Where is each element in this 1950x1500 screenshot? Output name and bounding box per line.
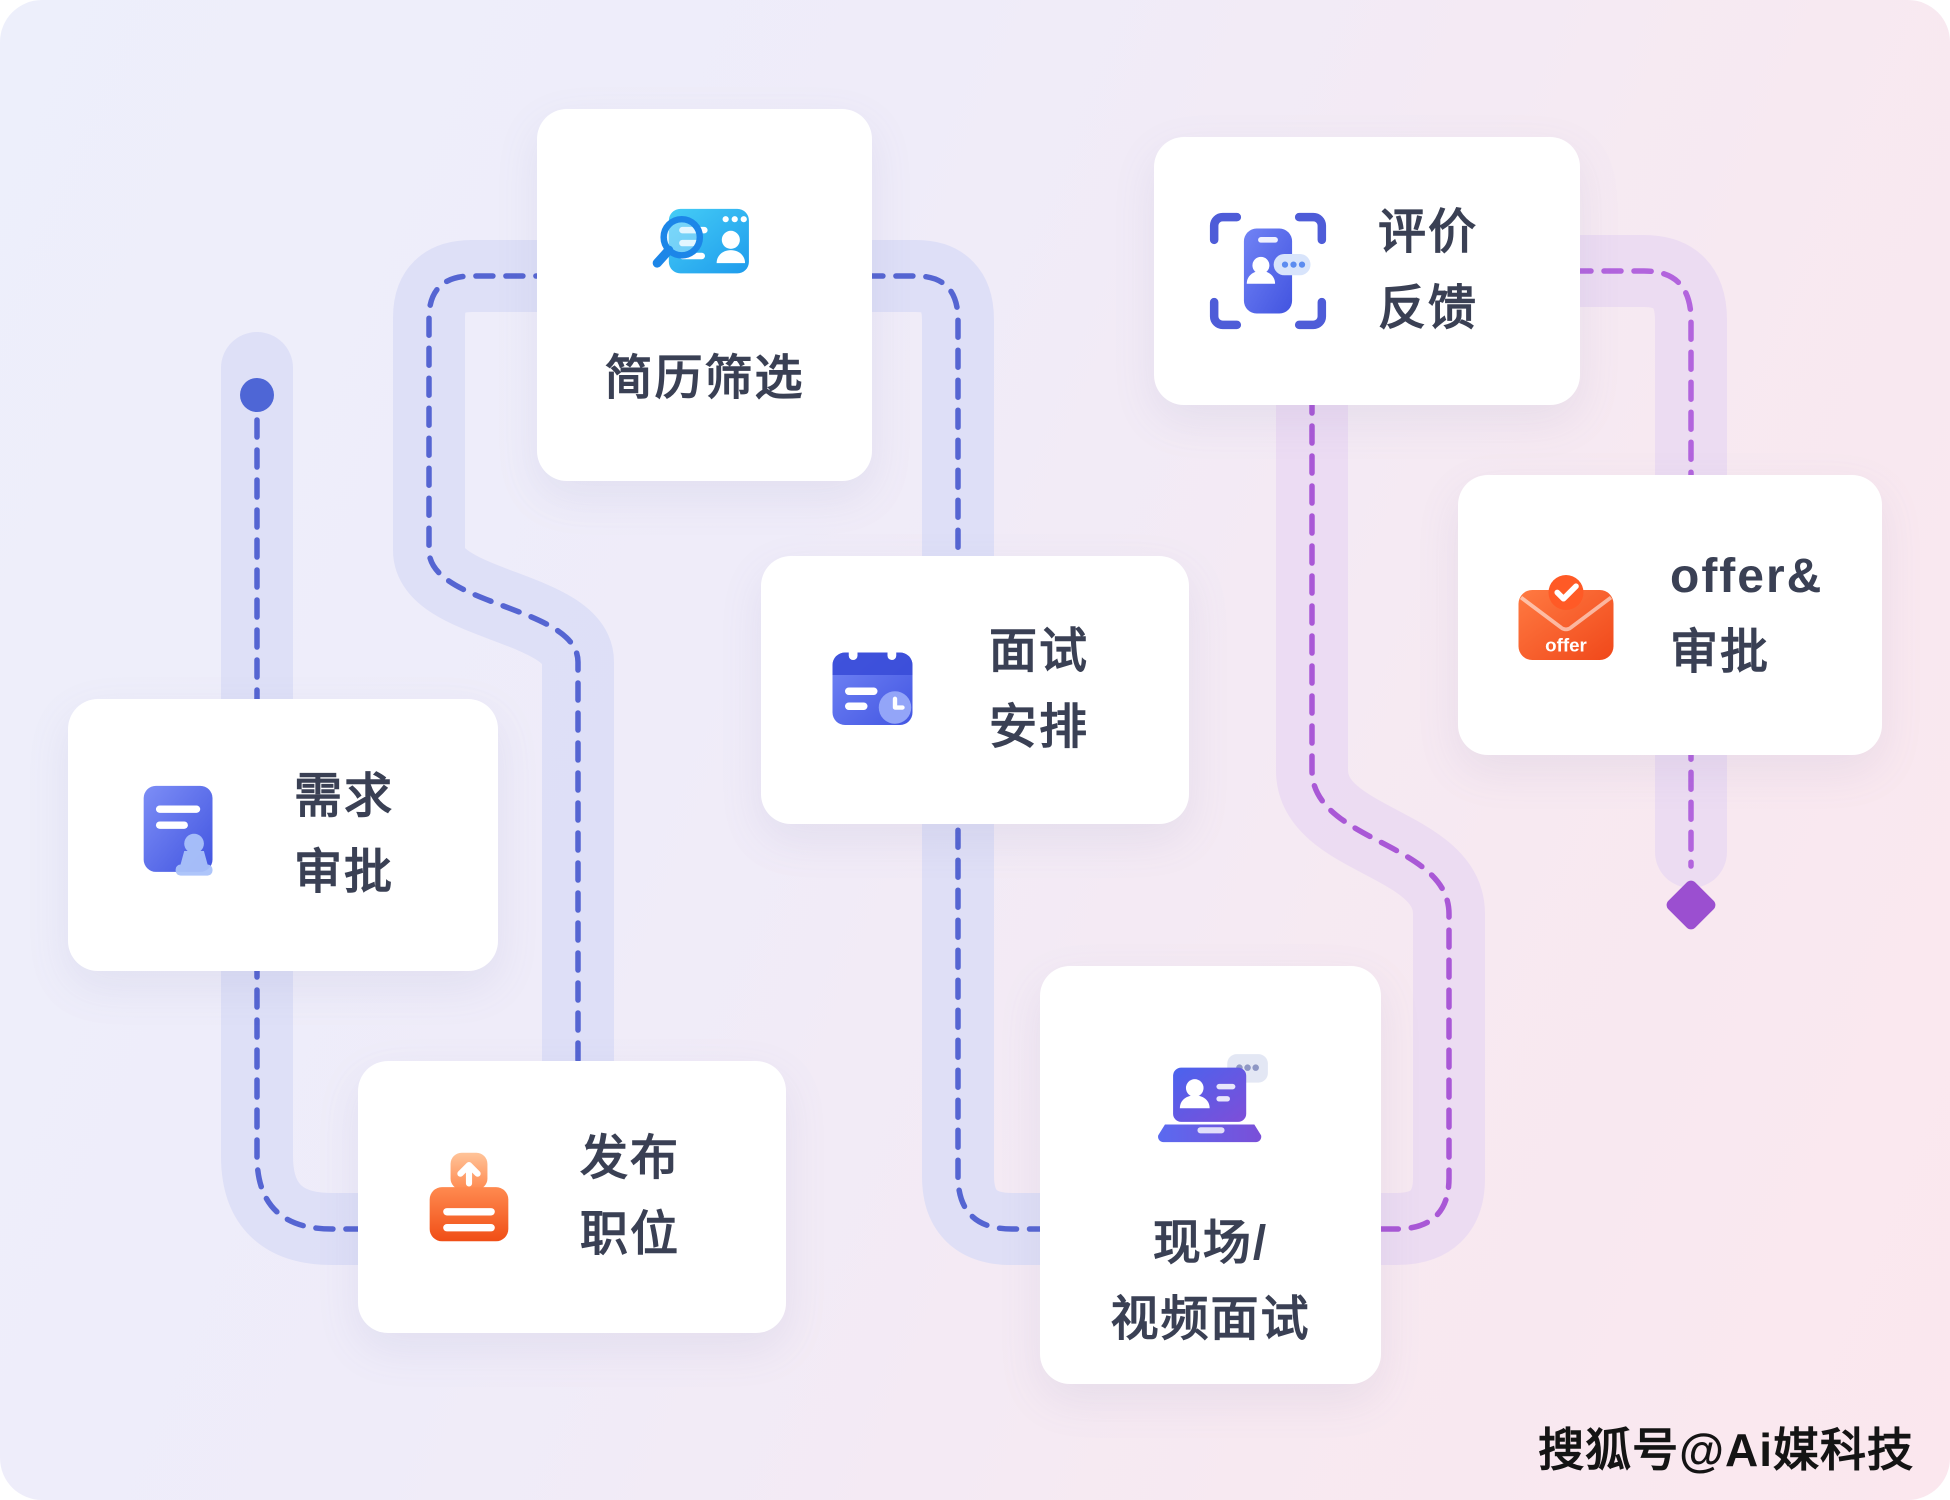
card-label: offer& 审批 <box>1670 539 1823 691</box>
card-label-line: 发布 <box>580 1132 681 1186</box>
card-label-line: 审批 <box>1670 626 1771 679</box>
card-requirement-approval: 需求 审批 <box>68 699 498 971</box>
card-label-line: 现场/ <box>1152 1217 1269 1270</box>
offer-envelope-icon: offer <box>1506 555 1626 675</box>
upload-post-icon <box>410 1138 528 1256</box>
card-label-line: 反馈 <box>1378 282 1479 335</box>
dash-left <box>254 417 369 1232</box>
document-stamp-icon <box>124 776 242 894</box>
start-dot <box>240 378 274 412</box>
watermark: 搜狐号@Ai媒科技 <box>1538 1424 1914 1476</box>
card-onsite-video-interview: 现场/ 视频面试 <box>1040 966 1381 1384</box>
card-label: 评价 反馈 <box>1378 195 1478 347</box>
card-label-line: 面试 <box>989 625 1090 679</box>
card-label-line: 视频面试 <box>1110 1292 1311 1346</box>
dash-right <box>1309 393 1452 1232</box>
card-resume-screening: 简历筛选 <box>537 109 872 481</box>
card-label-line: 职位 <box>580 1208 681 1261</box>
card-interview-schedule: 面试 安排 <box>761 556 1189 824</box>
card-evaluation-feedback: 评价 反馈 <box>1154 137 1580 405</box>
phone-scan-icon <box>1200 203 1336 339</box>
card-label-line: offer& <box>1670 550 1824 604</box>
card-label-line: 安排 <box>989 701 1090 754</box>
offer-badge-text: offer <box>1545 634 1587 655</box>
card-offer-approval: offer offer& 审批 <box>1458 475 1882 755</box>
card-label-line: 评价 <box>1378 206 1479 260</box>
dash-top <box>426 273 1049 1232</box>
card-label: 需求 审批 <box>294 759 394 911</box>
card-publish-position: 发布 职位 <box>358 1061 786 1333</box>
laptop-chat-icon <box>1146 1046 1276 1176</box>
calendar-clock-icon <box>815 630 935 750</box>
card-label: 现场/ 视频面试 <box>1110 1206 1310 1358</box>
magnifier-resume-icon <box>643 183 767 307</box>
card-label-line: 审批 <box>294 846 395 899</box>
card-label-line: 简历筛选 <box>604 352 805 405</box>
card-label-line: 需求 <box>294 770 395 824</box>
dash-offer <box>1571 268 1694 869</box>
card-label: 简历筛选 <box>604 341 804 417</box>
card-label: 发布 职位 <box>580 1121 680 1273</box>
end-diamond <box>1666 880 1716 930</box>
card-label: 面试 安排 <box>989 614 1089 766</box>
